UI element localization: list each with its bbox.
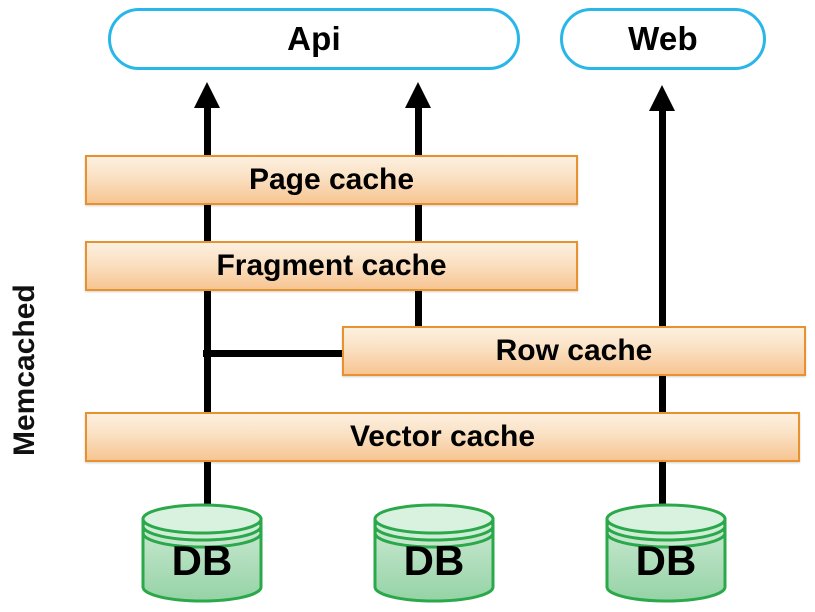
arrowhead-db3-to-web xyxy=(649,85,675,111)
connector-vector-column-to-row-cache xyxy=(203,350,348,357)
cache-box-row-cache[interactable]: Row cache xyxy=(342,326,806,376)
connector-db3-to-web xyxy=(658,98,666,510)
connector-row-to-api xyxy=(414,95,422,335)
connector-db1-to-api xyxy=(203,95,211,510)
database-icon xyxy=(141,503,263,603)
cache-box-fragment-cache[interactable]: Fragment cache xyxy=(85,241,578,291)
memcached-side-label: Memcached xyxy=(8,284,41,456)
database-icon xyxy=(605,503,727,603)
database-cylinder-3[interactable]: DB xyxy=(604,503,728,603)
cache-box-vector-cache[interactable]: Vector cache xyxy=(85,412,800,462)
client-box-web[interactable]: Web xyxy=(560,8,766,70)
database-icon xyxy=(373,503,495,603)
database-cylinder-1[interactable]: DB xyxy=(140,503,264,603)
arrowhead-row-to-api xyxy=(405,82,431,108)
cache-box-page-cache[interactable]: Page cache xyxy=(85,155,578,205)
client-box-api[interactable]: Api xyxy=(108,8,520,70)
database-cylinder-2[interactable]: DB xyxy=(372,503,496,603)
arrowhead-db1-to-api xyxy=(194,82,220,108)
